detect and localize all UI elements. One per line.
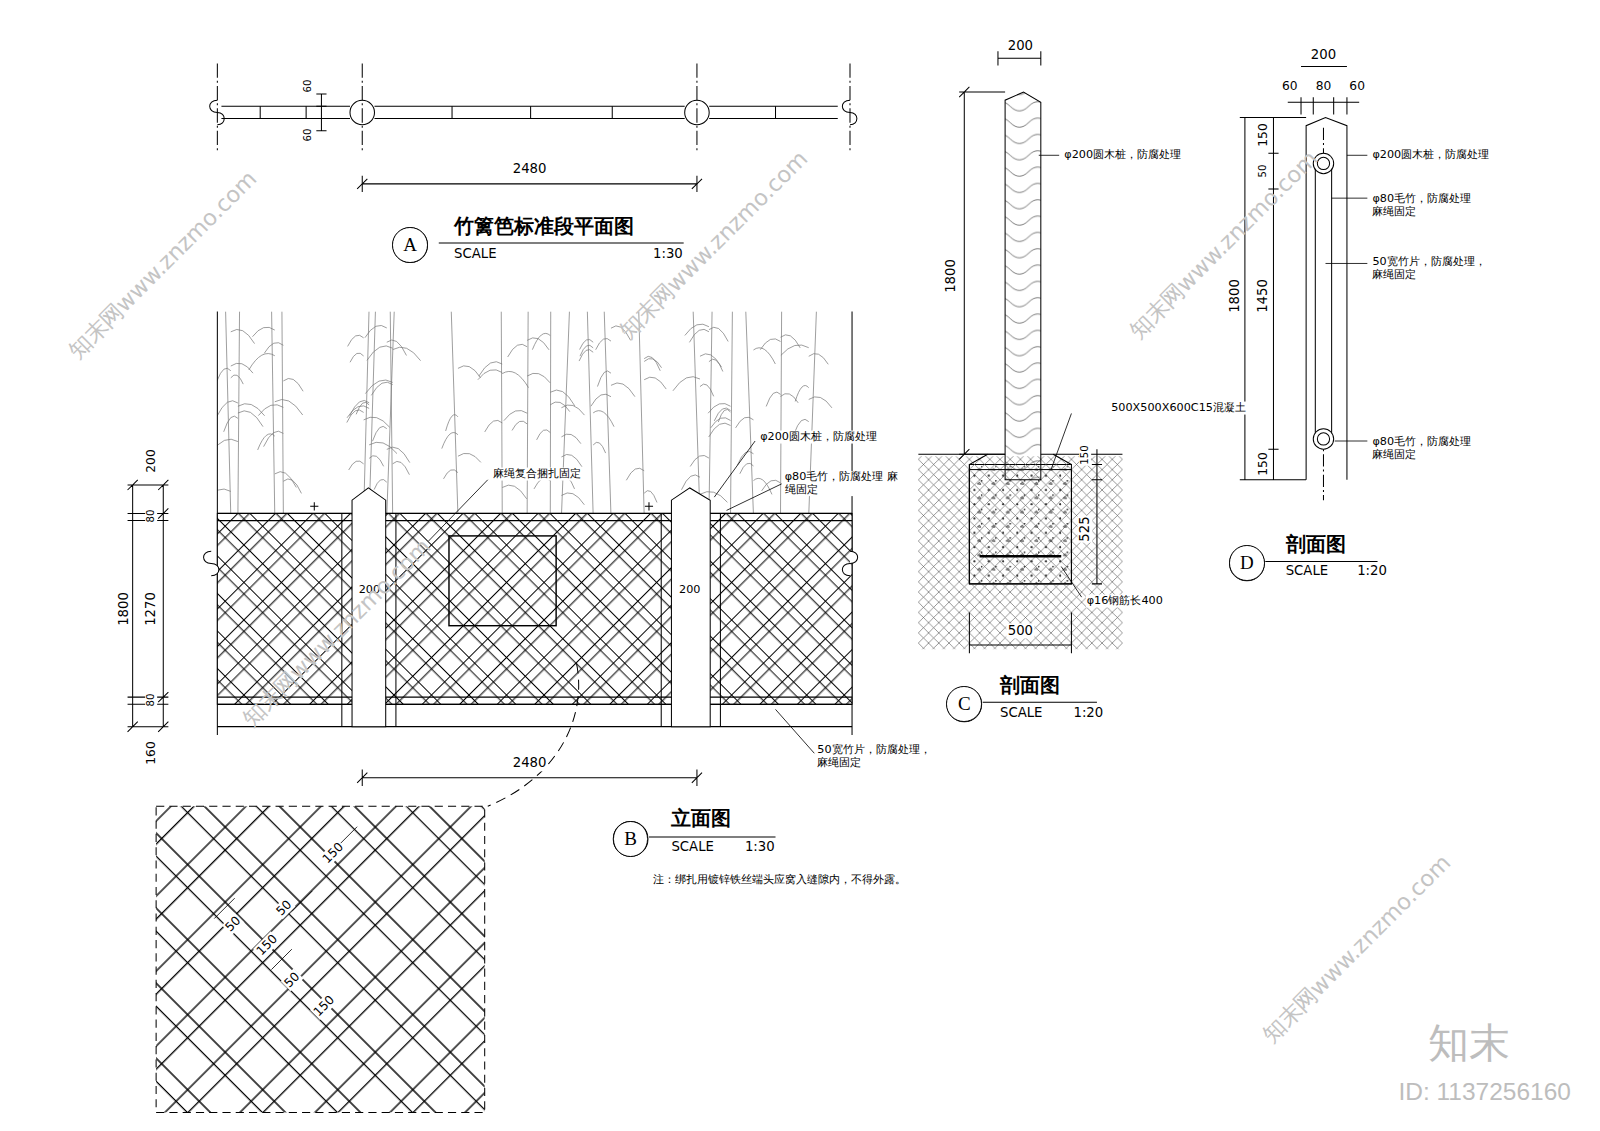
section-marker: A — [392, 227, 428, 263]
section-marker: C — [946, 686, 982, 722]
annotation: 80 — [1315, 79, 1333, 93]
annotation: 80 — [145, 509, 157, 524]
marker-letter: B — [624, 828, 637, 850]
annotation: SCALE — [1286, 564, 1328, 579]
annotation: SCALE — [1000, 706, 1042, 721]
annotation: 1800 — [117, 591, 132, 627]
annotation: 麻绳复合捆扎固定 — [492, 468, 582, 481]
annotation: φ80毛竹，防腐处理 麻绳固定 — [1371, 436, 1485, 462]
marker-letter: A — [403, 234, 417, 256]
annotation: 2480 — [512, 756, 548, 771]
annotation: 1270 — [143, 591, 158, 627]
annotation: 注：绑扎用镀锌铁丝端头应窝入缝隙内，不得外露。 — [653, 873, 906, 886]
annotation: 1:20 — [1073, 706, 1103, 721]
annotation: φ16钢筋长400 — [1086, 595, 1164, 608]
watermark: 知末 — [1428, 1019, 1510, 1066]
annotation: 1800 — [943, 258, 958, 294]
view-title: 立面图 — [671, 808, 731, 831]
annotation: 500X500X600C15混凝土 — [1110, 402, 1247, 415]
marker-letter: C — [958, 693, 971, 715]
section-marker: D — [1229, 545, 1265, 581]
annotation: 2480 — [512, 162, 548, 177]
annotation: 150 — [1079, 444, 1091, 465]
annotation: 500 — [1007, 623, 1034, 638]
annotation: 150 — [1256, 452, 1270, 477]
annotation: 50宽竹片，防腐处理，麻绳固定 — [1371, 256, 1490, 282]
annotation: φ80毛竹，防腐处理 麻绳固定 — [1371, 193, 1485, 219]
watermark: ID: 1137256160 — [1399, 1078, 1571, 1106]
annotation: 150 — [1256, 122, 1270, 147]
annotation: SCALE — [454, 246, 496, 261]
annotation: 1800 — [1227, 278, 1242, 314]
annotation: 1450 — [1256, 278, 1271, 314]
watermark: 知末网www.znzmo.com — [1126, 146, 1324, 344]
annotation: 200 — [678, 583, 701, 596]
annotation: 200 — [1310, 47, 1337, 62]
annotation: 60 — [1348, 79, 1366, 93]
annotation: 60 — [302, 127, 314, 142]
annotation: 50 — [1257, 164, 1269, 179]
annotation: 160 — [144, 741, 158, 764]
annotation: 1:30 — [745, 839, 775, 854]
annotation: 525 — [1077, 515, 1092, 542]
view-title: 竹篱笆标准段平面图 — [454, 215, 634, 238]
annotation: φ200圆木桩，防腐处理 — [1063, 149, 1182, 162]
annotation: 60 — [1281, 79, 1299, 93]
marker-letter: D — [1240, 552, 1254, 574]
annotation: 200 — [1007, 38, 1034, 53]
annotation: φ80毛竹，防腐处理 麻绳固定 — [784, 471, 903, 497]
watermark: 知末网www.znzmo.com — [64, 166, 262, 364]
watermark: 知末网www.znzmo.com — [615, 146, 813, 344]
section-marker: B — [613, 821, 649, 857]
annotation: φ200圆木桩，防腐处理 — [759, 430, 878, 443]
annotation: 60 — [302, 78, 314, 93]
watermark: 知末网www.znzmo.com — [1258, 850, 1456, 1048]
view-title: 剖面图 — [1000, 674, 1060, 697]
view-title: 剖面图 — [1286, 533, 1346, 556]
annotation: 50宽竹片，防腐处理，麻绳固定 — [816, 744, 940, 770]
annotation: SCALE — [671, 839, 713, 854]
annotation: 1:20 — [1357, 564, 1387, 579]
annotation: 1:30 — [653, 246, 683, 261]
annotation: φ200圆木桩，防腐处理 — [1371, 149, 1490, 162]
annotation: 80 — [145, 693, 157, 708]
annotation: 200 — [144, 449, 158, 474]
